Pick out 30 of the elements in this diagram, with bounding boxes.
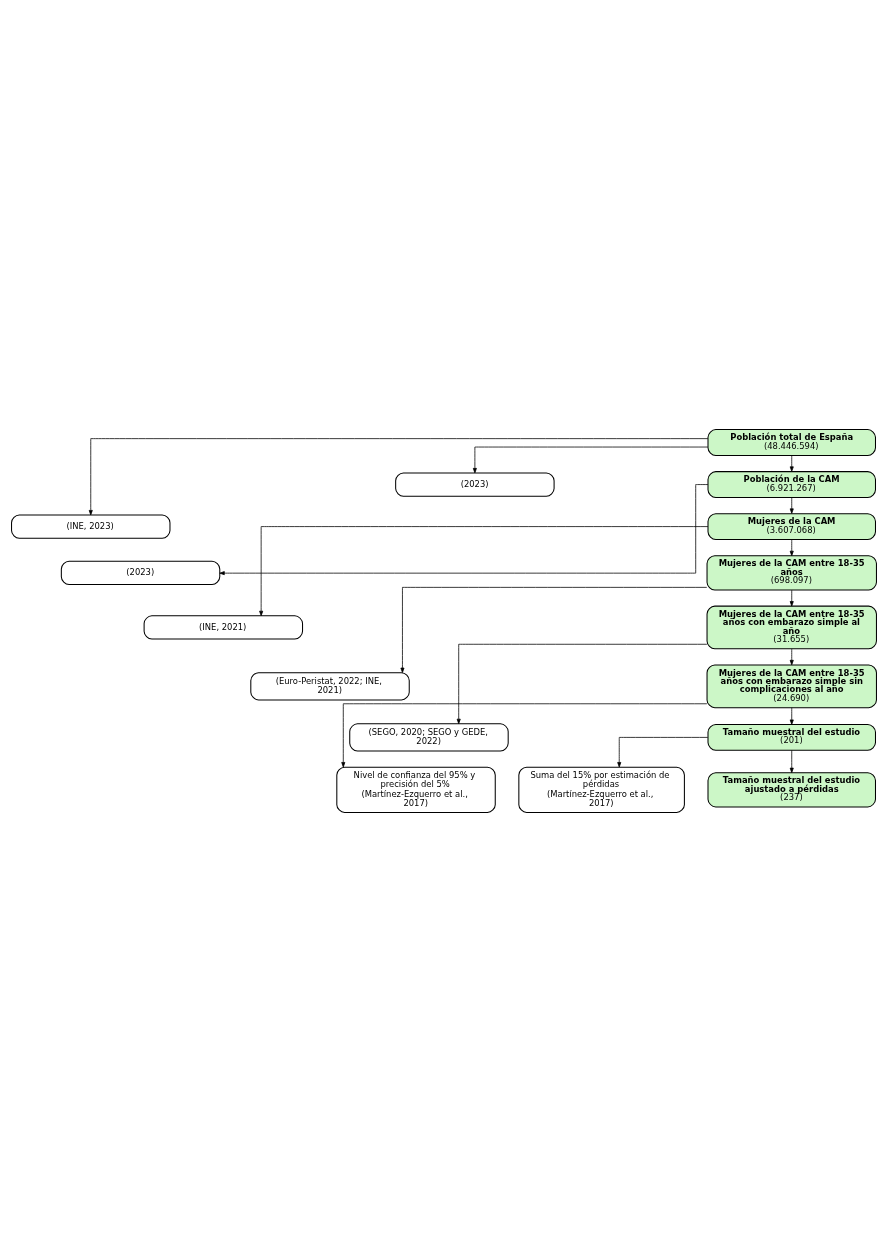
node-box: (INE, 2023) — [11, 513, 171, 539]
arrow — [789, 538, 794, 556]
arrow — [259, 525, 709, 616]
node-box: Tamaño muestral del estudio ajustado a pérdidas (237) — [707, 771, 876, 807]
arrow — [472, 446, 709, 473]
node-box: Tamaño muestral del estudio (201) — [707, 723, 876, 751]
node-box: (INE, 2021) — [143, 614, 304, 640]
arrow — [789, 706, 794, 725]
arrow — [789, 589, 794, 606]
arrow — [88, 437, 709, 515]
arrow — [617, 736, 709, 767]
arrow — [789, 496, 794, 514]
node-box: Mujeres de la CAM entre 18-35 años con embarazo simple sin complicaciones al año (24.690) — [706, 663, 877, 708]
node-box: (Euro-Peristat, 2022; INE, 2021) — [250, 671, 410, 700]
node-box: Mujeres de la CAM entre 18-35 años (698.097) — [706, 554, 877, 590]
arrow — [789, 749, 794, 773]
node-box: Mujeres de la CAM entre 18-35 años con embarazo simple al año (31.655) — [706, 605, 877, 649]
node-box: Nivel de confianza del 95% y precisión del 5% (Martínez-Ezquerro et al., 2017) — [336, 766, 496, 813]
node-box: Población total de España (48.446.594) — [707, 428, 876, 456]
node-box: Población de la CAM (6.921.267) — [707, 470, 876, 498]
arrow — [341, 702, 708, 767]
arrow — [400, 586, 708, 673]
arrow — [789, 648, 794, 665]
node-box: Mujeres de la CAM (3.607.068) — [707, 512, 876, 540]
node-box: (SEGO, 2020; SEGO y GEDE, 2022) — [349, 722, 509, 751]
arrow — [456, 643, 708, 724]
node-box: (2023) — [60, 560, 221, 585]
node-box: (2023) — [395, 471, 555, 497]
arrow — [789, 454, 794, 472]
node-box: Suma del 15% por estimación de pérdidas (Martínez-Ezquerro et al., 2017) — [518, 766, 685, 813]
